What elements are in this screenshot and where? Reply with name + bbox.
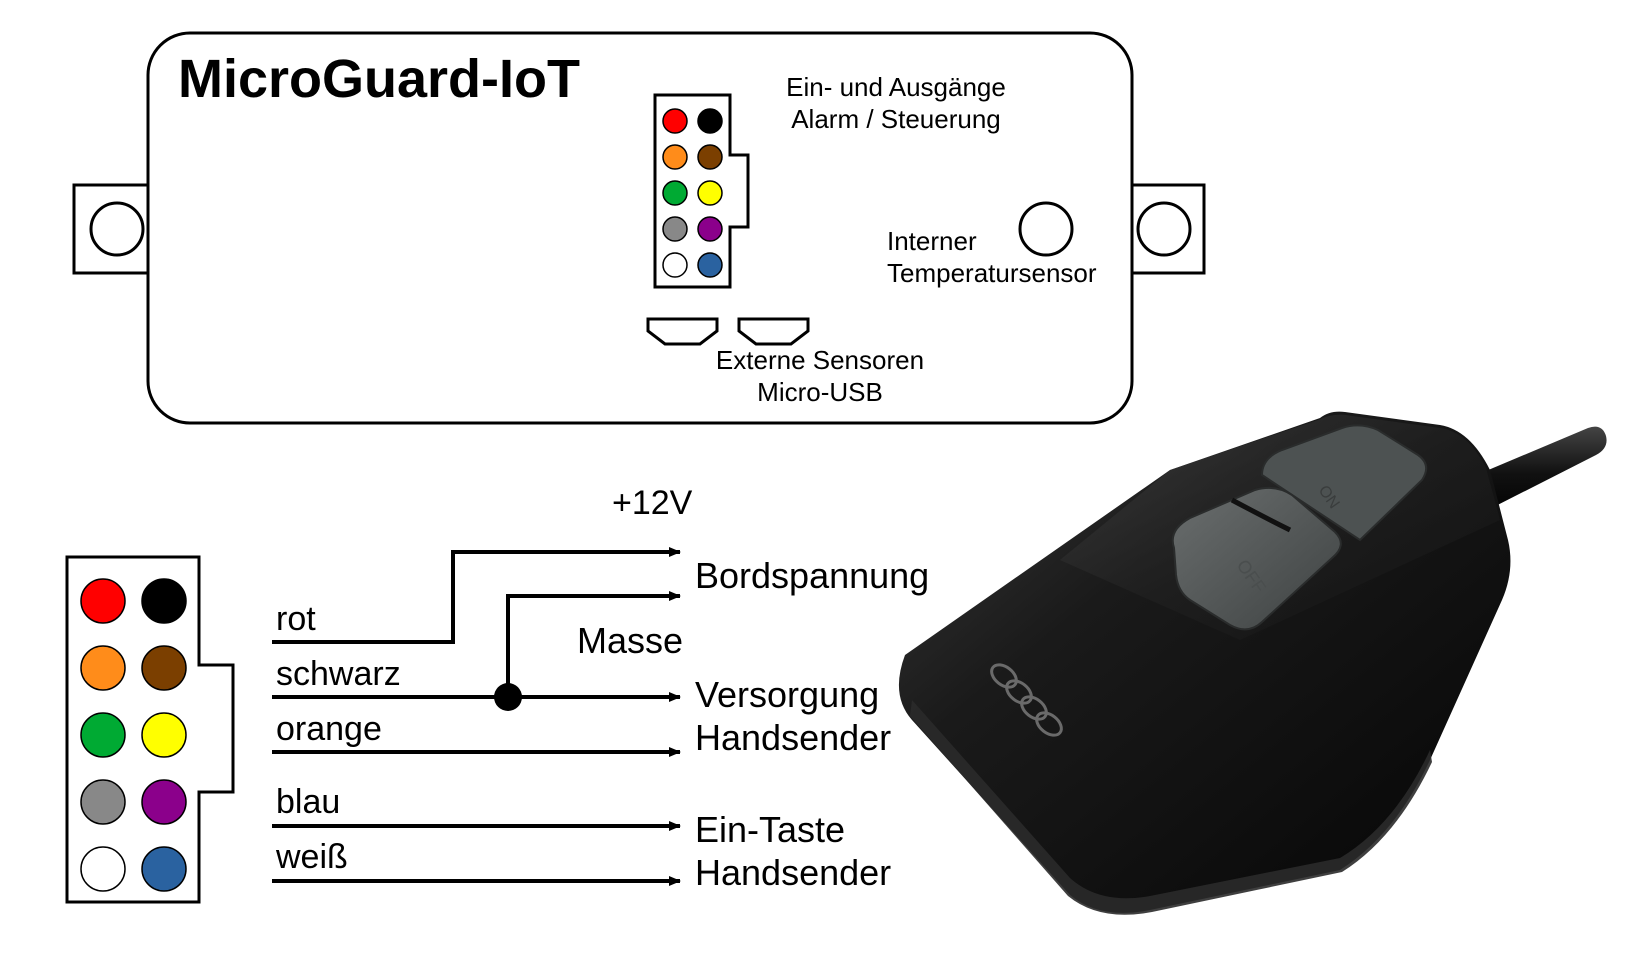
small-pin-white	[662, 252, 688, 278]
remote-on-button	[1260, 424, 1428, 542]
micro-usb-port-1	[646, 317, 719, 346]
remote-off-button	[1171, 486, 1342, 631]
wires	[272, 547, 681, 886]
device-title: MicroGuard-IoT	[178, 49, 580, 109]
large-pin-black	[141, 578, 187, 624]
small-pin-black	[697, 108, 723, 134]
large-pin-purple	[141, 779, 187, 825]
small-pin-yellow	[697, 180, 723, 206]
wire-label-schwarz: schwarz	[276, 655, 401, 693]
remote-logo	[990, 663, 1063, 737]
small-pin-red	[662, 108, 688, 134]
temperature-sensor-port	[1018, 201, 1074, 257]
junction-dot	[494, 683, 522, 711]
wire-label-weiss: weiß	[275, 838, 348, 876]
left-mount-hole	[89, 201, 145, 257]
io-label-line1: Ein- und Ausgänge	[786, 72, 1006, 102]
remote-control: OFF ON	[898, 411, 1607, 915]
small-pin-gray	[662, 216, 688, 242]
wire-rot	[272, 547, 681, 644]
micro-usb-port-2	[737, 317, 810, 346]
large-pin-white	[80, 846, 126, 892]
small-pin-blue	[697, 252, 723, 278]
wire-label-orange: orange	[276, 710, 382, 748]
small-pin-green	[662, 180, 688, 206]
right-mount-hole	[1136, 201, 1192, 257]
wire-label-blau: blau	[276, 783, 340, 821]
wire-masse	[506, 591, 681, 697]
large-pin-green	[80, 712, 126, 758]
target-masse: Masse	[577, 620, 683, 661]
usb-label-line2: Micro-USB	[757, 377, 883, 407]
large-pin-yellow	[141, 712, 187, 758]
target-bordspannung: Bordspannung	[695, 555, 929, 596]
large-pin-brown	[141, 645, 187, 691]
small-pin-purple	[697, 216, 723, 242]
remote-button-gap	[1230, 497, 1292, 533]
large-pin-red	[80, 578, 126, 624]
target-versorgung-line2: Handsender	[695, 717, 891, 758]
small-pin-brown	[697, 144, 723, 170]
wire-label-rot: rot	[276, 600, 316, 638]
io-label-line2: Alarm / Steuerung	[791, 104, 1001, 134]
large-connector-pins	[80, 578, 187, 892]
large-pin-blue	[141, 846, 187, 892]
device-housing	[72, 31, 1206, 425]
large-pin-orange	[80, 645, 126, 691]
remote-side-seam	[910, 700, 1432, 915]
target-ein-taste-line2: Handsender	[695, 852, 891, 893]
small-pin-orange	[662, 144, 688, 170]
target-versorgung-line1: Versorgung	[695, 674, 879, 715]
target-ein-taste-line1: Ein-Taste	[695, 809, 845, 850]
small-connector-pins	[662, 108, 723, 278]
voltage-label: +12V	[612, 484, 693, 522]
temp-label-line1: Interner	[887, 226, 977, 256]
usb-label-line1: Externe Sensoren	[716, 345, 924, 375]
temp-label-line2: Temperatursensor	[887, 258, 1097, 288]
large-pin-gray	[80, 779, 126, 825]
housing-body	[146, 31, 1134, 425]
